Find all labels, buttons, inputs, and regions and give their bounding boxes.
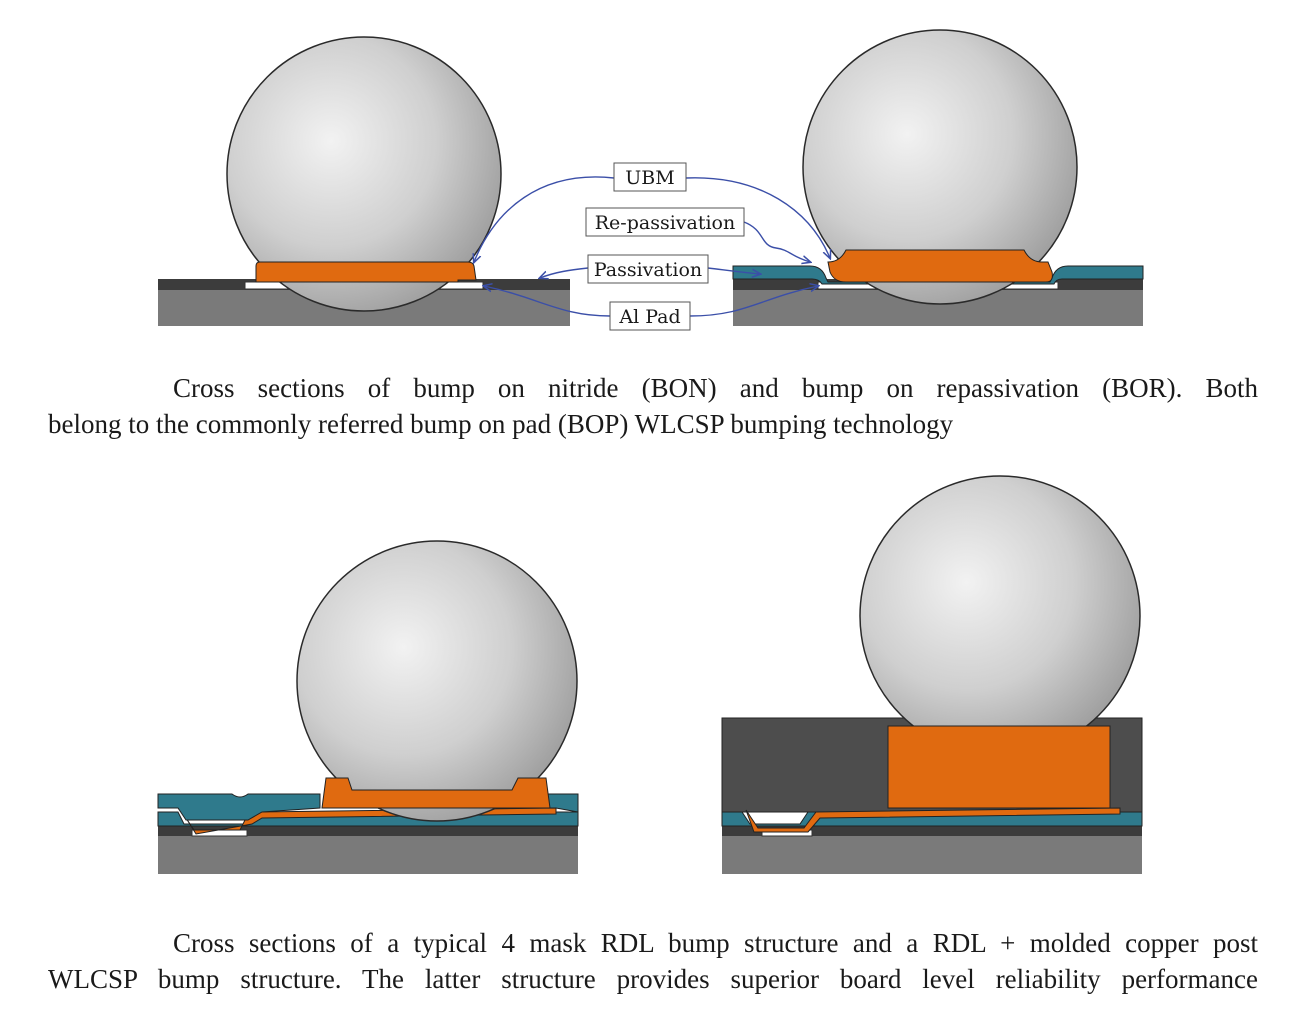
bon-cross-section <box>158 36 570 326</box>
bottom-caption-line-1: Cross sections of a typical 4 mask RDL b… <box>173 928 1258 958</box>
ubm-label: UBM <box>625 167 674 189</box>
top-figure-caption: Cross sections of bump on nitride (BON) … <box>48 370 1258 442</box>
callout-arrows <box>474 176 830 317</box>
ubm-layer <box>255 261 477 283</box>
ubm-label-box <box>613 162 687 192</box>
rdl-trace <box>745 807 1121 833</box>
top-caption-line-1: Cross sections of bump on nitride (BON) … <box>173 373 1258 403</box>
ubm-layer <box>321 777 551 809</box>
passivation-label-box <box>587 254 709 284</box>
copper-post-cross-section <box>721 475 1143 874</box>
repassivation-label: Re-passivation <box>595 212 736 234</box>
copper-post <box>887 725 1111 809</box>
bottom-caption-line-2: WLCSP bump structure. The latter structu… <box>48 964 1258 994</box>
silicon-substrate <box>158 836 578 874</box>
passivation-layer <box>722 826 1142 836</box>
bottom-figure-caption: Cross sections of a typical 4 mask RDL b… <box>48 925 1258 997</box>
repassivation-arrow <box>743 221 810 262</box>
callout-labels: UBM Re-passivation Passivation Al Pad <box>585 162 745 331</box>
ubm-layer <box>827 249 1053 283</box>
alpad-arrow-left <box>484 286 611 317</box>
repassivation-label-box <box>585 207 745 237</box>
solder-ball <box>226 36 502 312</box>
repassivation-layer <box>732 265 1144 285</box>
passivation-arrow-left <box>540 267 589 278</box>
al-pad-label-box <box>609 301 691 331</box>
ubm-arrow-left <box>474 176 615 262</box>
alpad-arrow-right <box>689 286 818 317</box>
bor-cross-section <box>732 29 1144 326</box>
al-pad-label: Al Pad <box>618 306 680 328</box>
solder-ball <box>802 29 1078 305</box>
silicon-substrate <box>722 836 1142 874</box>
solder-ball <box>859 475 1141 757</box>
solder-ball <box>296 540 578 822</box>
passivation-arrow-right <box>707 267 760 274</box>
rdl-bump-cross-section <box>157 540 579 874</box>
ubm-arrow-right <box>685 177 830 258</box>
top-caption-line-2: belong to the commonly referred bump on … <box>48 409 954 439</box>
passivation-layer <box>158 826 578 836</box>
passivation-label: Passivation <box>594 259 702 281</box>
